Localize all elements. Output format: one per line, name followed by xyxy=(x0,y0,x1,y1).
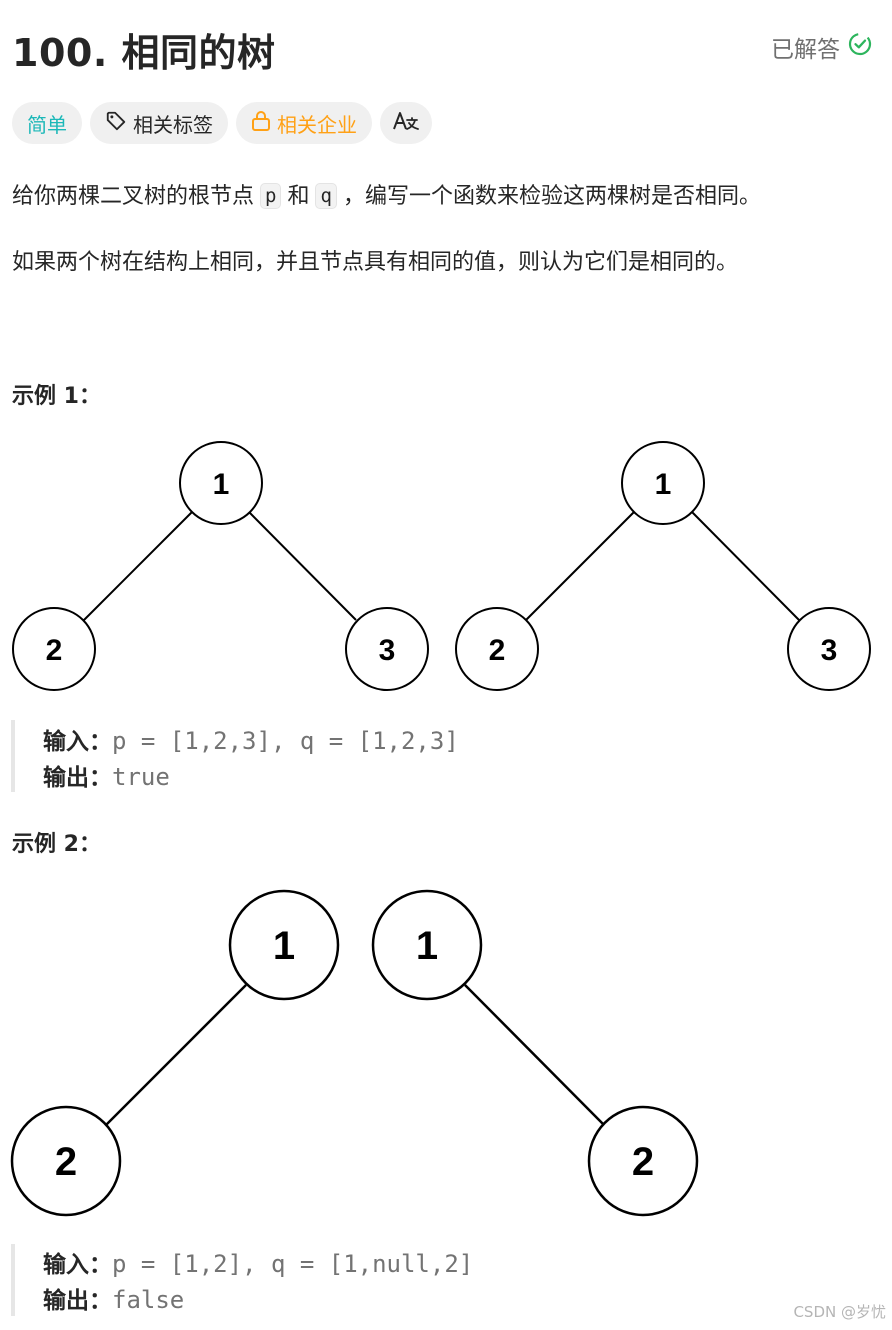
input-label: 输入： xyxy=(43,1252,112,1278)
tag-bar: 简单 相关标签 相关企业 xyxy=(12,102,432,144)
solved-label: 已解答 xyxy=(771,37,840,63)
difficulty-tag[interactable]: 简单 xyxy=(12,102,82,144)
check-circle-icon xyxy=(848,32,872,62)
related-companies-button[interactable]: 相关企业 xyxy=(236,102,372,144)
code-q: q xyxy=(315,183,337,209)
example-1-heading: 示例 1： xyxy=(12,384,101,409)
tree-node: 3 xyxy=(379,634,396,667)
solved-status: 已解答 xyxy=(771,30,872,64)
example-2-blockquote-bar xyxy=(11,1244,15,1316)
watermark: CSDN @岁忧 xyxy=(793,1303,886,1321)
input-value: p = [1,2], q = [1,null,2] xyxy=(112,1250,474,1278)
output-label: 输出： xyxy=(43,765,112,791)
tree-node: 2 xyxy=(632,1140,654,1184)
desc-text: 给你两棵二叉树的根节点 xyxy=(12,184,255,209)
example-2-heading: 示例 2： xyxy=(12,832,101,857)
example-2-tree-image: 1 2 1 2 xyxy=(10,889,699,1217)
tree-node: 2 xyxy=(489,634,506,667)
lock-icon xyxy=(251,110,271,137)
example-1-output: 输出：true xyxy=(43,758,170,792)
tree-node: 1 xyxy=(213,468,230,501)
output-label: 输出： xyxy=(43,1288,112,1314)
tree-node: 2 xyxy=(55,1140,77,1184)
desc-text: 和 xyxy=(287,184,310,209)
output-value: true xyxy=(112,763,170,791)
translate-icon xyxy=(392,109,420,138)
code-p: p xyxy=(260,183,282,209)
input-label: 输入： xyxy=(43,729,112,755)
desc-text: ，编写一个函数来检验这两棵树是否相同。 xyxy=(342,184,761,209)
output-value: false xyxy=(112,1286,185,1314)
example-2-input: 输入：p = [1,2], q = [1,null,2] xyxy=(43,1245,473,1279)
description-line-2: 如果两个树在结构上相同，并且节点具有相同的值，则认为它们是相同的。 xyxy=(12,250,739,275)
tag-icon xyxy=(105,110,127,137)
tree-node: 2 xyxy=(46,634,63,667)
example-1-input: 输入：p = [1,2,3], q = [1,2,3] xyxy=(43,722,459,756)
example-1-blockquote-bar xyxy=(11,720,15,792)
translate-button[interactable] xyxy=(380,102,432,144)
example-1-tree-image: 1 2 3 1 2 3 xyxy=(12,441,871,691)
problem-title: 100. 相同的树 xyxy=(12,31,276,75)
example-2-output: 输出：false xyxy=(43,1281,184,1315)
tree-node: 1 xyxy=(416,924,438,968)
related-tags-label: 相关标签 xyxy=(133,112,213,137)
tree-node: 1 xyxy=(655,468,672,501)
tree-node: 3 xyxy=(821,634,838,667)
related-companies-label: 相关企业 xyxy=(277,112,357,137)
tree-node: 1 xyxy=(273,924,295,968)
difficulty-label: 简单 xyxy=(27,112,67,137)
input-value: p = [1,2,3], q = [1,2,3] xyxy=(112,727,459,755)
related-tags-button[interactable]: 相关标签 xyxy=(90,102,228,144)
